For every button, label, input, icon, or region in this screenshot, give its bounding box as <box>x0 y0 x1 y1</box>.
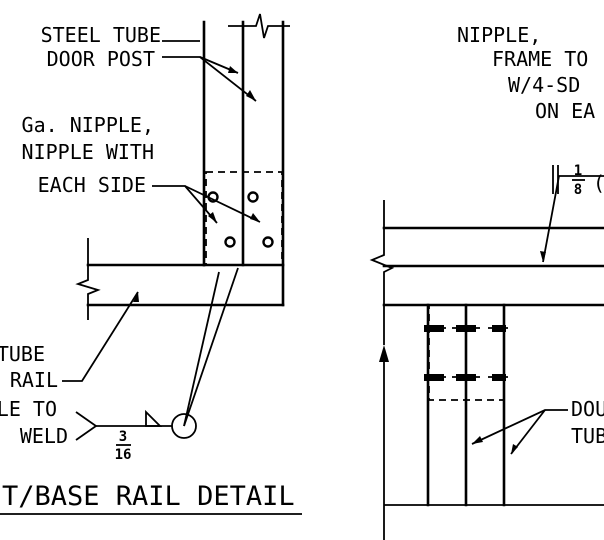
label-weld-line-2: WELD <box>20 424 68 448</box>
label-nipple-line-3: EACH SIDE <box>38 173 146 197</box>
right-label-nipple-line-2: FRAME TO <box>492 47 588 71</box>
door-post <box>202 13 290 307</box>
door-tubes <box>384 303 604 507</box>
fastener-hole <box>247 191 259 203</box>
label-post-line-2: DOOR POST <box>47 47 155 71</box>
right-label-door-line-2: TUB <box>571 424 604 448</box>
label-rail-line-1: TUBE <box>0 342 45 366</box>
dimension-arrow <box>379 345 389 540</box>
right-label-nipple-line-4: ON EA <box>535 99 595 123</box>
weld-all-around-circle <box>171 413 197 439</box>
fraction-denominator: 8 <box>574 182 582 198</box>
fastener-hole <box>262 236 274 248</box>
screw-icon <box>452 325 480 332</box>
screw-icon <box>424 325 446 332</box>
weld-symbol <box>75 409 197 441</box>
frame-rail <box>369 200 604 345</box>
detail-title: T/BASE RAIL DETAIL <box>2 481 295 512</box>
leader-lines <box>62 40 261 427</box>
fastener-hole <box>224 236 236 248</box>
label-post-line-1: STEEL TUBE <box>41 23 161 47</box>
fraction-numerator: 1 <box>574 163 582 179</box>
label-rail-line-2: RAIL <box>10 368 58 392</box>
right-leader-lines <box>471 165 604 455</box>
screw-icon <box>488 325 508 332</box>
left-detail: STEEL TUBE DOOR POST Ga. NIPPLE, NIPPLE … <box>0 13 302 515</box>
screw-icon <box>488 374 508 381</box>
label-weld-line-1: LE TO <box>0 397 57 421</box>
label-nipple-line-2: NIPPLE WITH <box>22 140 154 164</box>
fraction-suffix: ( <box>593 171 604 195</box>
label-nipple-line-1: Ga. NIPPLE, <box>22 113 154 137</box>
right-label-nipple-line-3: W/4-SD <box>508 73 580 97</box>
base-rail <box>75 238 285 320</box>
right-detail: NIPPLE, FRAME TO W/4-SD ON EA 1 8 ( DOU … <box>369 23 604 540</box>
right-label-door-line-1: DOU <box>571 397 604 421</box>
right-label-nipple-line-1: NIPPLE, <box>457 23 541 47</box>
weld-size-denominator: 16 <box>115 447 132 463</box>
screws <box>424 325 508 381</box>
screw-icon <box>424 374 446 381</box>
weld-size-numerator: 3 <box>119 429 127 445</box>
screw-icon <box>452 374 480 381</box>
